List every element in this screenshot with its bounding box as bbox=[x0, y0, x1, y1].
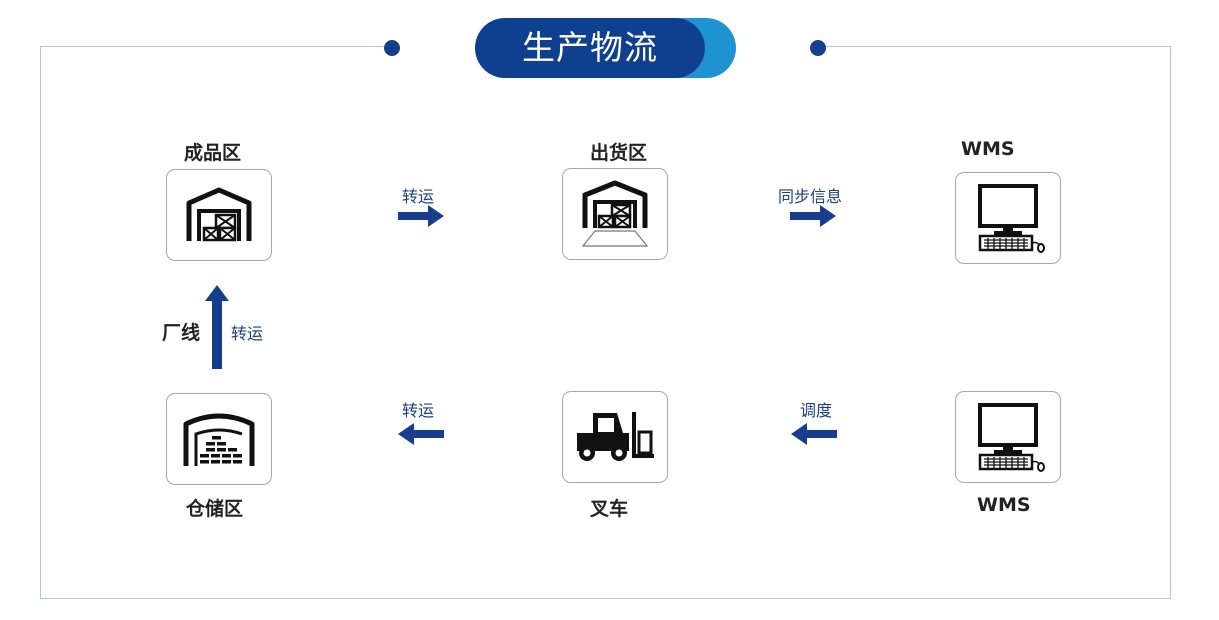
wms-bottom-label: WMS bbox=[977, 494, 1031, 516]
edge-label-transfer-3: 转运 bbox=[402, 401, 435, 420]
edge-label-dispatch: 调度 bbox=[800, 401, 833, 420]
factory-line-label: 厂线 bbox=[162, 322, 201, 344]
title-left-dot bbox=[384, 40, 400, 56]
forklift-icon bbox=[577, 412, 654, 461]
title-pill: 生产物流 bbox=[475, 18, 736, 78]
shipping-area-node bbox=[562, 168, 668, 260]
frame-top-line-right bbox=[818, 46, 1171, 47]
storage-area-label: 仓储区 bbox=[186, 498, 244, 520]
wms-bottom-node bbox=[955, 391, 1061, 483]
arrow-up-icon bbox=[205, 285, 229, 369]
forklift-label: 叉车 bbox=[590, 498, 629, 520]
edge-label-sync-info: 同步信息 bbox=[778, 187, 843, 206]
shipping-area-label: 出货区 bbox=[590, 142, 648, 164]
warehouse-dock-icon bbox=[581, 180, 649, 247]
computer-icon bbox=[978, 403, 1045, 472]
frame-top-line-left bbox=[40, 46, 392, 47]
arrow-right-icon bbox=[790, 205, 836, 227]
arrow-right-icon bbox=[398, 205, 444, 227]
warehouse-boxes-icon bbox=[186, 187, 252, 242]
diagram-frame bbox=[40, 46, 1171, 599]
wms-top-label: WMS bbox=[961, 138, 1015, 160]
arrow-left-icon bbox=[398, 423, 444, 445]
warehouse-shelves-icon bbox=[183, 413, 255, 466]
arrow-left-icon bbox=[791, 423, 837, 445]
forklift-node bbox=[562, 391, 668, 483]
diagram-title: 生产物流 bbox=[475, 18, 705, 78]
finished-area-label: 成品区 bbox=[184, 142, 242, 164]
edge-label-transfer-1: 转运 bbox=[402, 187, 435, 206]
title-right-dot bbox=[810, 40, 826, 56]
edge-label-transfer-2: 转运 bbox=[231, 324, 264, 343]
computer-icon bbox=[978, 184, 1045, 253]
storage-area-node bbox=[166, 393, 272, 485]
wms-top-node bbox=[955, 172, 1061, 264]
finished-area-node bbox=[166, 169, 272, 261]
